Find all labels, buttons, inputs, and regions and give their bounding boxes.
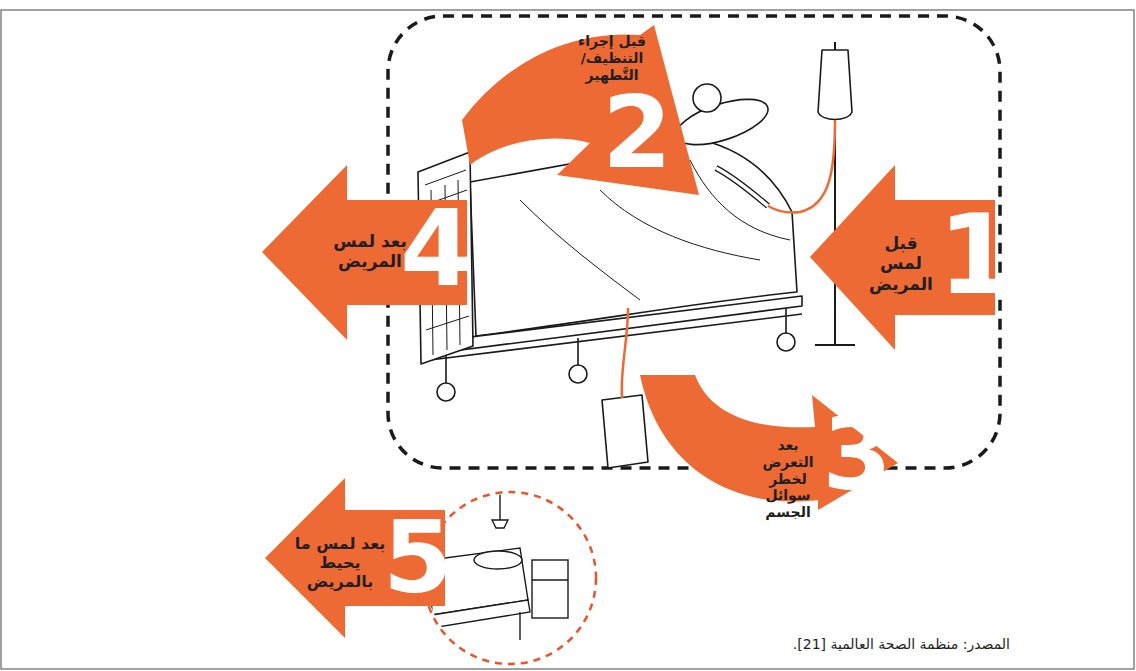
- outer-frame: [1, 10, 1134, 669]
- moment-text: بعد لمس المريض: [332, 231, 408, 272]
- moment-number: 1: [938, 200, 998, 310]
- moment-number: 5: [383, 508, 443, 608]
- surroundings-drawing: [430, 490, 568, 650]
- moment-number: 3: [822, 405, 892, 505]
- moment-arrow: 2قبل إجراء التنظيف/ التَّطهير: [462, 25, 702, 200]
- moment-text: قبل إجراء التنظيف/ التَّطهير: [574, 33, 650, 83]
- moment-arrow: 4بعد لمس المريض: [262, 165, 467, 340]
- moment-text: بعد لمس ما يحيط بالمريض: [291, 534, 389, 592]
- moment-text: قبل لمس المريض: [862, 233, 940, 294]
- surroundings-circle: [424, 492, 596, 664]
- arrow-fill: [262, 165, 467, 340]
- moment-arrow: 1قبل لمس المريض: [810, 165, 995, 350]
- moment-arrow: 3بعد التعرض لخطر سوائل الجسم: [640, 375, 900, 510]
- iv-tube: [768, 120, 835, 213]
- moment-number: 4: [400, 197, 466, 302]
- moment-text: بعد التعرض لخطر سوائل الجسم: [750, 437, 826, 521]
- source-note: المصدر: منظمة الصحة العالمية [21].: [793, 636, 1010, 652]
- moment-number: 2: [602, 83, 672, 183]
- drain-tube: [622, 308, 628, 398]
- moment-arrow: 5بعد لمس ما يحيط بالمريض: [265, 478, 445, 638]
- arrow-fill: [265, 478, 445, 638]
- arrow-fill: [462, 25, 699, 195]
